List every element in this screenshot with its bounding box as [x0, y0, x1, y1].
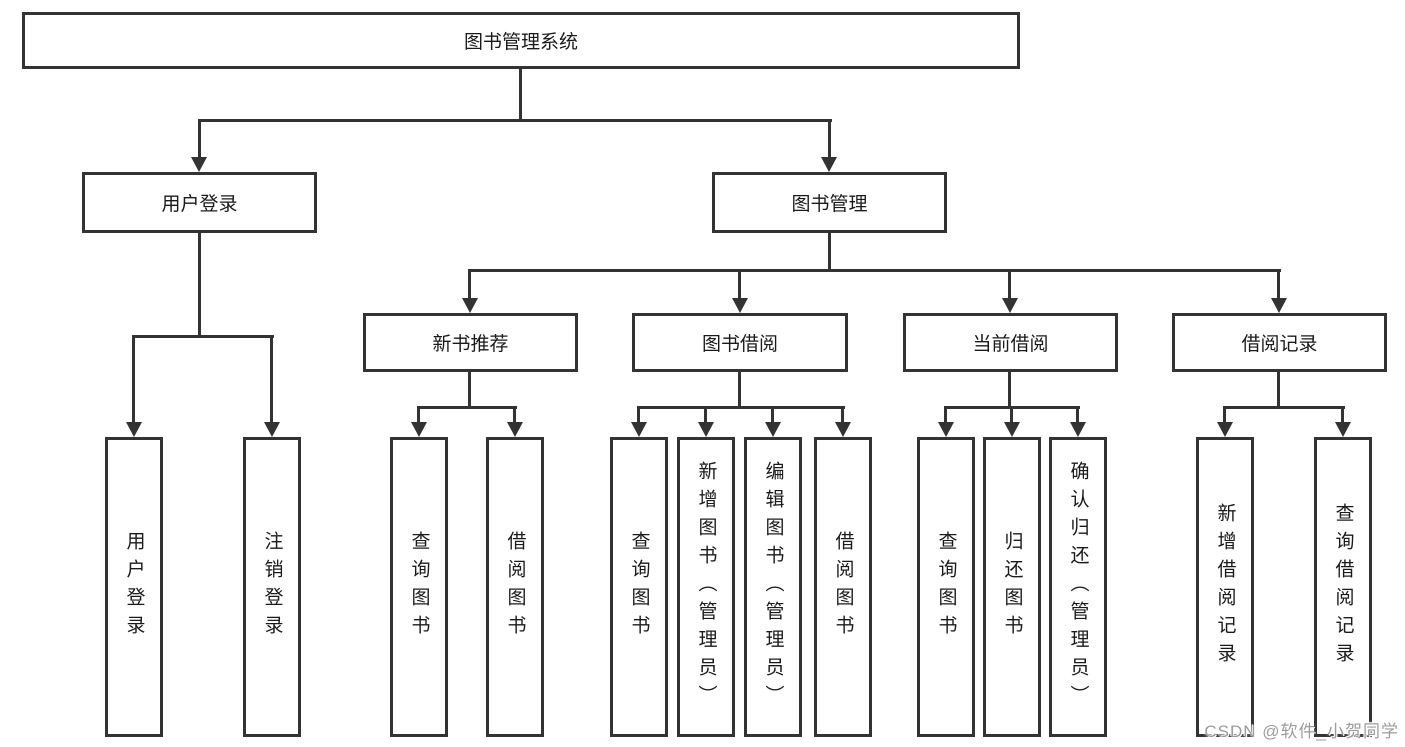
- arrow-down-icon: [631, 422, 647, 437]
- leaf-query-borrow-record: 查询借阅记录: [1314, 437, 1372, 737]
- connector-line: [270, 335, 273, 424]
- connector-line: [198, 119, 832, 122]
- arrow-down-icon: [1002, 298, 1018, 313]
- node-borrowing-records: 借阅记录: [1172, 313, 1387, 372]
- connector-line: [738, 372, 741, 408]
- arrow-down-icon: [732, 298, 748, 313]
- connector-line: [519, 69, 522, 120]
- arrow-down-icon: [835, 422, 851, 437]
- connector-line: [637, 406, 640, 424]
- arrow-down-icon: [1335, 422, 1351, 437]
- connector-line: [198, 233, 201, 337]
- connector-line: [132, 335, 135, 424]
- connector-line: [828, 233, 831, 271]
- node-root: 图书管理系统: [22, 12, 1020, 69]
- leaf-borrow-book: 借阅图书: [814, 437, 872, 737]
- node-borrowing-records-label: 借阅记录: [1241, 334, 1318, 355]
- connector-line: [198, 119, 201, 159]
- node-new-book-recommend-label: 新书推荐: [432, 334, 509, 355]
- connector-line: [417, 406, 420, 424]
- arrow-down-icon: [938, 422, 954, 437]
- leaf-logout: 注销登录: [243, 437, 301, 737]
- node-user-login: 用户登录: [82, 172, 317, 233]
- node-current-borrowing-label: 当前借阅: [972, 334, 1049, 355]
- leaf-edit-book-admin-label: 编辑图书（管理员）: [762, 461, 784, 713]
- arrow-down-icon: [698, 422, 714, 437]
- connector-line: [468, 269, 1281, 272]
- leaf-add-borrow-record-label: 新增借阅记录: [1214, 503, 1236, 671]
- leaf-query-book-borrow: 查询图书: [610, 437, 668, 737]
- leaf-user-login: 用户登录: [105, 437, 163, 737]
- connector-line: [513, 406, 516, 424]
- connector-line: [828, 119, 831, 159]
- leaf-confirm-return-admin-label: 确认归还（管理员）: [1067, 461, 1089, 713]
- leaf-user-login-label: 用户登录: [123, 531, 145, 643]
- leaf-query-borrow-record-label: 查询借阅记录: [1332, 503, 1354, 671]
- arrow-down-icon: [191, 157, 207, 172]
- connector-line: [1076, 406, 1079, 424]
- csdn-watermark: CSDN @软件_小贺同学: [1204, 722, 1399, 741]
- connector-line: [1341, 406, 1344, 424]
- leaf-query-book-current: 查询图书: [917, 437, 975, 737]
- node-root-label: 图书管理系统: [463, 32, 578, 53]
- node-user-login-label: 用户登录: [161, 194, 238, 215]
- connector-line: [468, 372, 471, 408]
- connector-line: [1277, 372, 1280, 408]
- connector-line: [704, 406, 707, 424]
- connector-line: [738, 269, 741, 300]
- leaf-borrow-book-recommend: 借阅图书: [486, 437, 544, 737]
- arrow-down-icon: [507, 422, 523, 437]
- node-current-borrowing: 当前借阅: [903, 313, 1118, 372]
- connector-line: [771, 406, 774, 424]
- arrow-down-icon: [1271, 298, 1287, 313]
- arrow-down-icon: [264, 422, 280, 437]
- leaf-query-book-recommend-label: 查询图书: [408, 531, 430, 643]
- connector-line: [1223, 406, 1345, 409]
- connector-line: [1223, 406, 1226, 424]
- arrow-down-icon: [462, 298, 478, 313]
- connector-line: [1277, 269, 1280, 300]
- connector-line: [1010, 406, 1013, 424]
- connector-line: [1008, 269, 1011, 300]
- leaf-query-book-borrow-label: 查询图书: [628, 531, 650, 643]
- arrow-down-icon: [1070, 422, 1086, 437]
- leaf-borrow-book-recommend-label: 借阅图书: [504, 531, 526, 643]
- leaf-add-book-admin: 新增图书（管理员）: [677, 437, 735, 737]
- leaf-return-book: 归还图书: [983, 437, 1041, 737]
- leaf-add-borrow-record: 新增借阅记录: [1196, 437, 1254, 737]
- connector-line: [944, 406, 947, 424]
- arrow-down-icon: [765, 422, 781, 437]
- connector-line: [468, 269, 471, 300]
- leaf-confirm-return-admin: 确认归还（管理员）: [1049, 437, 1107, 737]
- node-book-borrowing: 图书借阅: [632, 313, 848, 372]
- leaf-edit-book-admin: 编辑图书（管理员）: [744, 437, 802, 737]
- leaf-query-book-current-label: 查询图书: [935, 531, 957, 643]
- arrow-down-icon: [411, 422, 427, 437]
- connector-line: [417, 406, 517, 409]
- leaf-borrow-book-label: 借阅图书: [832, 531, 854, 643]
- connector-line: [637, 406, 845, 409]
- leaf-query-book-recommend: 查询图书: [390, 437, 448, 737]
- node-new-book-recommend: 新书推荐: [363, 313, 578, 372]
- connector-line: [841, 406, 844, 424]
- leaf-add-book-admin-label: 新增图书（管理员）: [695, 461, 717, 713]
- arrow-down-icon: [821, 157, 837, 172]
- leaf-return-book-label: 归还图书: [1001, 531, 1023, 643]
- leaf-logout-label: 注销登录: [261, 531, 283, 643]
- connector-line: [1008, 372, 1011, 408]
- arrow-down-icon: [126, 422, 142, 437]
- node-book-borrowing-label: 图书借阅: [701, 334, 778, 355]
- arrow-down-icon: [1004, 422, 1020, 437]
- node-book-management: 图书管理: [712, 172, 947, 233]
- node-book-management-label: 图书管理: [791, 194, 868, 215]
- connector-line: [132, 335, 274, 338]
- arrow-down-icon: [1217, 422, 1233, 437]
